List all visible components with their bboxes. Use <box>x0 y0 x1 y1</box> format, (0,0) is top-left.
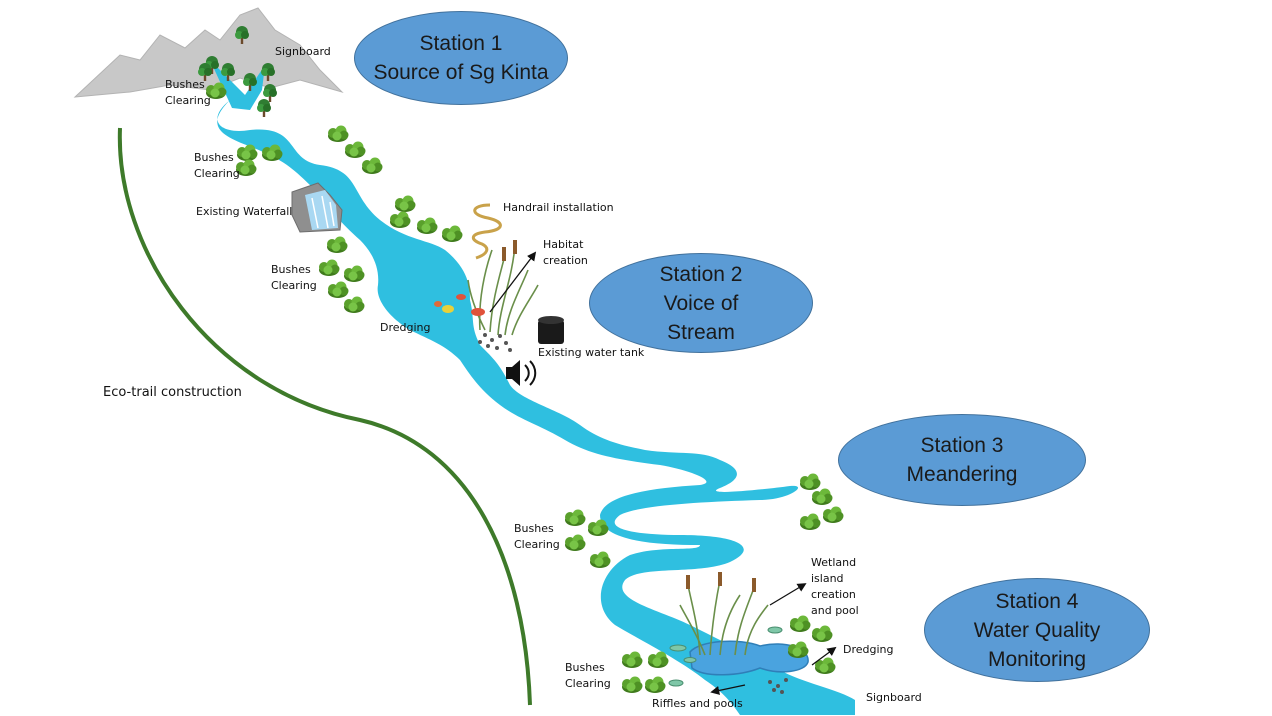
station-4-title: Station 4 <box>995 589 1079 613</box>
bushes-clearing-3-line-2: Clearing <box>271 279 317 292</box>
wetland-line-4: and pool <box>811 604 859 617</box>
wetland-arrow <box>769 583 807 606</box>
station-1-title: Station 1 <box>419 32 503 55</box>
habitat-creation-line-2: creation <box>543 254 588 267</box>
dredging-label-2: Dredging <box>843 643 894 656</box>
station-1-ellipse: Station 1 Source of Sg Kinta <box>354 11 568 105</box>
handrail-installation-label: Handrail installation <box>503 201 614 214</box>
bushes-clearing-4-line-2: Clearing <box>514 538 560 551</box>
river <box>217 100 855 715</box>
river-source <box>210 60 265 110</box>
bushes-clearing-4-line-1: Bushes <box>514 522 554 535</box>
wetland-line-2: island <box>811 572 844 585</box>
riffles-pools-label: Riffles and pools <box>652 697 743 710</box>
bushes-clearing-1-line-1: Bushes <box>165 78 205 91</box>
wetland-island-label: Wetland island creation and pool <box>811 555 859 619</box>
station-3-title: Station 3 <box>920 434 1004 457</box>
signboard-top-label: Signboard <box>275 45 331 58</box>
bushes-clearing-1-line-2: Clearing <box>165 94 211 107</box>
water-tank-icon <box>538 316 564 344</box>
station-4-line-3: Monitoring <box>987 647 1087 671</box>
wetland-line-1: Wetland <box>811 556 857 569</box>
habitat-creation-label: Habitat creation <box>543 237 588 269</box>
dragonfly-icon <box>668 626 783 687</box>
bushes-clearing-5-line-2: Clearing <box>565 677 611 690</box>
station-4-line-2: Water Quality <box>973 618 1101 642</box>
bushes-clearing-2-line-2: Clearing <box>194 167 240 180</box>
eco-trail-label: Eco-trail construction <box>103 385 242 400</box>
bushes-clearing-label-4: Bushes Clearing <box>514 521 560 553</box>
reeds-icon <box>679 572 769 656</box>
bushes-clearing-label-3: Bushes Clearing <box>271 262 317 294</box>
habitat-creation-line-1: Habitat <box>543 238 584 251</box>
bushes-clearing-label-2: Bushes Clearing <box>194 150 240 182</box>
bushes-clearing-3-line-1: Bushes <box>271 263 311 276</box>
riffles-arrow <box>710 684 746 695</box>
bushes-clearing-label-1: Bushes Clearing <box>165 77 211 109</box>
wetland-line-3: creation <box>811 588 856 601</box>
station-2-ellipse: Station 2 Voice of Stream <box>589 253 813 353</box>
pebbles-icon <box>478 333 788 694</box>
bushes-clearing-2-line-1: Bushes <box>194 151 234 164</box>
existing-water-tank-label: Existing water tank <box>538 346 645 359</box>
wetland-pool <box>689 640 809 676</box>
station-1-subtitle: Source of Sg Kinta <box>373 61 549 84</box>
waterfall-icon <box>291 182 343 233</box>
station-2-line-2: Voice of <box>663 291 739 315</box>
station-3-ellipse: Station 3 Meandering <box>838 414 1086 506</box>
station-4-ellipse: Station 4 Water Quality Monitoring <box>924 578 1150 682</box>
existing-waterfall-label: Existing Waterfall <box>196 205 293 218</box>
bushes-clearing-label-5: Bushes Clearing <box>565 660 611 692</box>
station-3-subtitle: Meandering <box>906 463 1018 486</box>
fish-icon <box>434 294 485 316</box>
speaker-icon <box>506 360 537 386</box>
handrail-icon <box>471 203 502 260</box>
station-2-title: Station 2 <box>659 262 743 286</box>
signboard-bottom-label: Signboard <box>866 691 922 704</box>
bushes-clearing-5-line-1: Bushes <box>565 661 605 674</box>
eco-trail-path <box>117 127 532 706</box>
habitat-arrow <box>489 251 537 313</box>
station-2-line-3: Stream <box>667 320 735 344</box>
dredging-label-1: Dredging <box>380 321 431 334</box>
dredging-arrow <box>811 646 837 666</box>
reeds-icon <box>467 240 539 336</box>
